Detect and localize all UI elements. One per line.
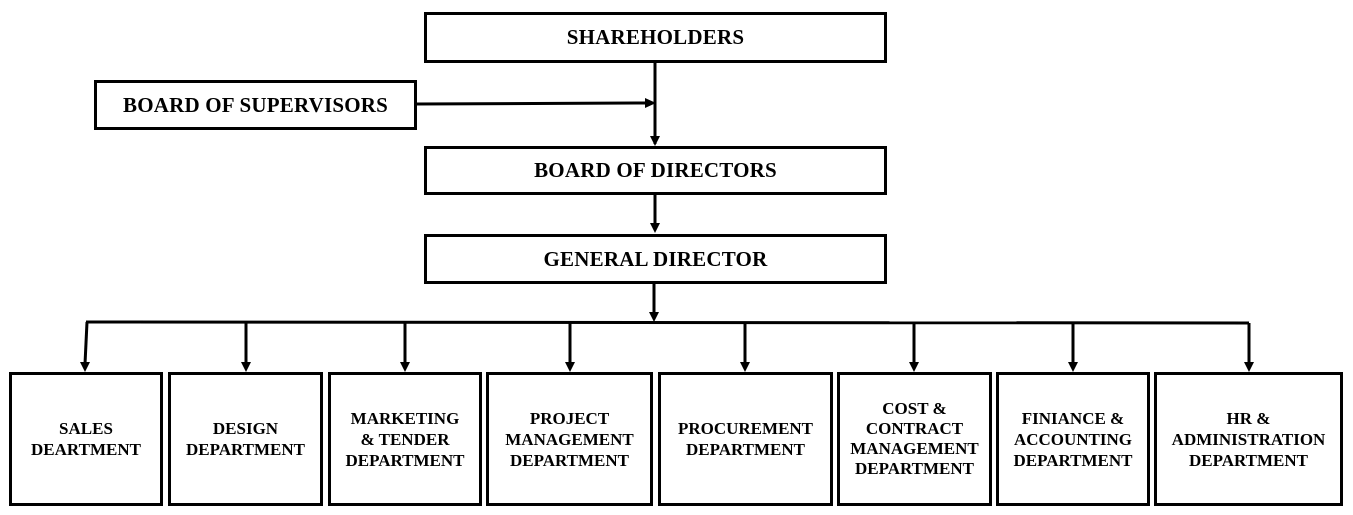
- department-box-design: DESIGN DEPARTMENT: [168, 372, 323, 506]
- department-label-line: COST &: [882, 399, 947, 418]
- department-label-line: ACCOUNTING: [1013, 429, 1133, 449]
- department-label-line: CONTRACT: [865, 419, 964, 438]
- department-label-line: DEPARTMENT: [345, 450, 465, 470]
- department-bus-line: [85, 320, 1250, 325]
- department-label-line: DEPARTMENT: [509, 450, 630, 470]
- department-label-line: MANAGEMENT: [505, 429, 634, 449]
- board-of-supervisors-label: BOARD OF SUPERVISORS: [122, 92, 389, 117]
- department-box-hr-administration: HR & ADMINISTRATION DEPARTMENT: [1154, 372, 1343, 506]
- department-label-line: DEARTMENT: [31, 440, 141, 459]
- department-label-line: DEPARTMENT: [685, 440, 806, 459]
- department-box-procurement: PROCUREMENT DEPARTMENT: [658, 372, 833, 506]
- department-arrows: [80, 321, 1254, 372]
- department-box-sales: SALES DEARTMENT: [9, 372, 163, 506]
- department-label-line: PROCUREMENT: [677, 419, 814, 438]
- shareholders-box: SHAREHOLDERS: [424, 12, 887, 63]
- department-label-line: DESIGN: [212, 419, 279, 438]
- department-label-line: DEPARTMENT: [1013, 450, 1133, 470]
- department-label-line: MANAGEMENT: [850, 439, 979, 458]
- department-label-line: SALES: [59, 419, 113, 438]
- department-label-line: DEPARTMENT: [854, 459, 975, 478]
- department-box-finance-accounting: FINIANCE & ACCOUNTING DEPARTMENT: [996, 372, 1150, 506]
- department-box-project-management: PROJECT MANAGEMENT DEPARTMENT: [486, 372, 653, 506]
- general-director-box: GENERAL DIRECTOR: [424, 234, 887, 284]
- department-label-line: ADMINISTRATION: [1171, 429, 1326, 449]
- board-of-supervisors-box: BOARD OF SUPERVISORS: [94, 80, 417, 130]
- department-label-line: HR &: [1226, 408, 1271, 428]
- shareholders-label: SHAREHOLDERS: [566, 25, 745, 49]
- department-box-cost-contract: COST & CONTRACT MANAGEMENT DEPARTMENT: [837, 372, 992, 506]
- department-label-line: & TENDER: [360, 429, 450, 449]
- department-label-line: MARKETING: [350, 408, 460, 428]
- department-label-line: DEPARTMENT: [185, 440, 306, 459]
- supervisors-to-link-arrow: [415, 101, 647, 106]
- department-label-line: PROJECT: [529, 408, 610, 428]
- board-of-directors-label: BOARD OF DIRECTORS: [534, 158, 777, 182]
- department-box-marketing-tender: MARKETING & TENDER DEPARTMENT: [328, 372, 482, 506]
- general-director-label: GENERAL DIRECTOR: [543, 246, 768, 271]
- department-label-line: DEPARTMENT: [1188, 450, 1309, 470]
- board-of-directors-box: BOARD OF DIRECTORS: [424, 146, 887, 195]
- department-label-line: FINIANCE &: [1021, 408, 1125, 428]
